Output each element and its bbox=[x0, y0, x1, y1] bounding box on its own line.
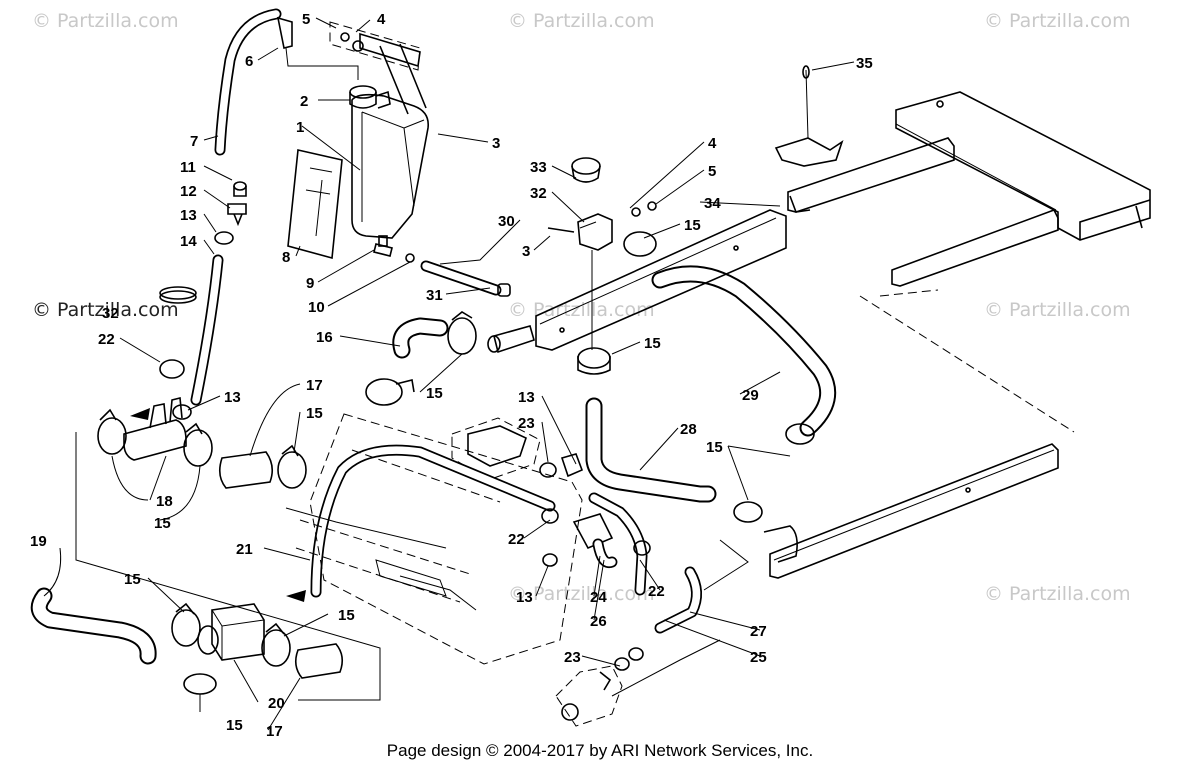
callout-2: 2 bbox=[300, 93, 308, 110]
coolant-reservoir bbox=[351, 93, 430, 247]
callout-15-tee: 15 bbox=[154, 515, 171, 532]
leader-lines bbox=[43, 17, 855, 731]
tunnel-outline bbox=[285, 413, 583, 665]
elbow-hose bbox=[365, 311, 477, 406]
hose-clamps-left bbox=[159, 359, 192, 420]
watermark-top-right: © Partzilla.com bbox=[984, 10, 1131, 32]
callout-13-valve: 13 bbox=[518, 389, 535, 406]
callout-27: 27 bbox=[750, 623, 767, 640]
callout-24: 24 bbox=[590, 589, 607, 606]
overflow-hose bbox=[214, 8, 359, 156]
reservoir-bracket bbox=[329, 21, 427, 115]
callout-1: 1 bbox=[296, 119, 304, 136]
outlet-clamp bbox=[577, 347, 611, 375]
callout-22-left: 22 bbox=[98, 331, 115, 348]
callout-8: 8 bbox=[282, 249, 290, 266]
callout-9: 9 bbox=[306, 275, 314, 292]
arrow-marker-left bbox=[130, 408, 150, 420]
callout-13: 13 bbox=[180, 207, 197, 224]
callout-17-upper: 17 bbox=[306, 377, 323, 394]
callout-32-left: 32 bbox=[102, 305, 119, 322]
callout-18: 18 bbox=[156, 493, 173, 510]
upper-radiator-hose bbox=[623, 231, 837, 445]
coolant-level-decal bbox=[287, 149, 343, 260]
callout-5: 5 bbox=[302, 11, 310, 28]
callout-15-outlet: 15 bbox=[644, 335, 661, 352]
callout-35: 35 bbox=[856, 55, 873, 72]
arrow-marker-bottom bbox=[286, 590, 306, 602]
fill-neck-parts bbox=[159, 181, 247, 406]
callout-34: 34 bbox=[704, 195, 721, 212]
radiator-hose-28 bbox=[585, 397, 763, 523]
callout-23-pump: 23 bbox=[564, 649, 581, 666]
callout-22-mid: 22 bbox=[508, 531, 525, 548]
callout-29: 29 bbox=[742, 387, 759, 404]
callout-11: 11 bbox=[180, 159, 196, 176]
water-pump bbox=[555, 647, 644, 727]
heat-exchanger-upper bbox=[787, 91, 1151, 287]
straight-hose-lower bbox=[183, 622, 344, 695]
coolant-pipe-25 bbox=[588, 492, 702, 634]
lower-radiator-hose-19 bbox=[30, 587, 201, 665]
callout-15-lower-right: 15 bbox=[706, 439, 723, 456]
heat-exchanger-lower bbox=[763, 443, 1059, 579]
watermark-mid-left: © Partzilla.com bbox=[32, 299, 179, 321]
watermark-bottom-right: © Partzilla.com bbox=[984, 583, 1131, 605]
watermark-mid-center: © Partzilla.com bbox=[508, 299, 655, 321]
watermark-top-center: © Partzilla.com bbox=[508, 10, 655, 32]
callout-13-lower: 13 bbox=[516, 589, 533, 606]
thermostat-housing bbox=[547, 157, 657, 350]
callout-3-lower: 3 bbox=[522, 243, 530, 260]
callout-20: 20 bbox=[268, 695, 285, 712]
callout-28: 28 bbox=[680, 421, 697, 438]
callout-21: 21 bbox=[236, 541, 253, 558]
callout-15-upper: 15 bbox=[306, 405, 323, 422]
callout-10: 10 bbox=[308, 299, 325, 316]
cooling-warning-decal bbox=[774, 65, 844, 167]
callout-7: 7 bbox=[190, 133, 198, 150]
callout-6: 6 bbox=[245, 53, 253, 70]
callout-13-left: 13 bbox=[224, 389, 241, 406]
cross-pipe bbox=[310, 444, 559, 598]
callout-19: 19 bbox=[30, 533, 47, 550]
callout-33: 33 bbox=[530, 159, 547, 176]
callout-5-right: 5 bbox=[708, 163, 716, 180]
callout-12: 12 bbox=[180, 183, 197, 200]
frame-dash-link bbox=[859, 295, 1075, 433]
callout-26: 26 bbox=[590, 613, 607, 630]
callout-15-bottom: 15 bbox=[226, 717, 243, 734]
callout-15-elbow: 15 bbox=[426, 385, 443, 402]
callout-3: 3 bbox=[492, 135, 500, 152]
page-footer: Page design © 2004-2017 by ARI Network S… bbox=[387, 741, 813, 760]
callout-15-lower: 15 bbox=[338, 607, 355, 624]
watermark-mid-right: © Partzilla.com bbox=[984, 299, 1131, 321]
callout-22-right: 22 bbox=[648, 583, 665, 600]
callout-25: 25 bbox=[750, 649, 767, 666]
callout-4: 4 bbox=[377, 11, 386, 28]
callout-labels: 5 4 6 2 1 3 7 11 12 13 14 8 9 10 31 30 3… bbox=[30, 11, 873, 740]
callout-31: 31 bbox=[426, 287, 443, 304]
callout-16: 16 bbox=[316, 329, 333, 346]
callout-4-right: 4 bbox=[708, 135, 717, 152]
watermark-bottom-center: © Partzilla.com bbox=[508, 583, 655, 605]
cooling-frame-rail bbox=[487, 209, 787, 354]
callout-23-valve: 23 bbox=[518, 415, 535, 432]
callout-30: 30 bbox=[498, 213, 515, 230]
callout-14: 14 bbox=[180, 233, 197, 250]
small-bypass-hose bbox=[420, 260, 511, 297]
callout-15-lower-left: 15 bbox=[124, 571, 141, 588]
callout-brackets bbox=[75, 408, 749, 701]
tee-hose-assembly bbox=[97, 396, 213, 467]
reservoir-cap bbox=[349, 85, 391, 109]
callout-15-thermostat: 15 bbox=[684, 217, 701, 234]
straight-hose-upper bbox=[218, 444, 307, 489]
callout-32: 32 bbox=[530, 185, 547, 202]
watermark-top-left: © Partzilla.com bbox=[32, 10, 179, 32]
tee-fitting-24 bbox=[542, 513, 618, 569]
hose-connector-20 bbox=[197, 603, 265, 661]
callout-17-lower: 17 bbox=[266, 723, 283, 740]
